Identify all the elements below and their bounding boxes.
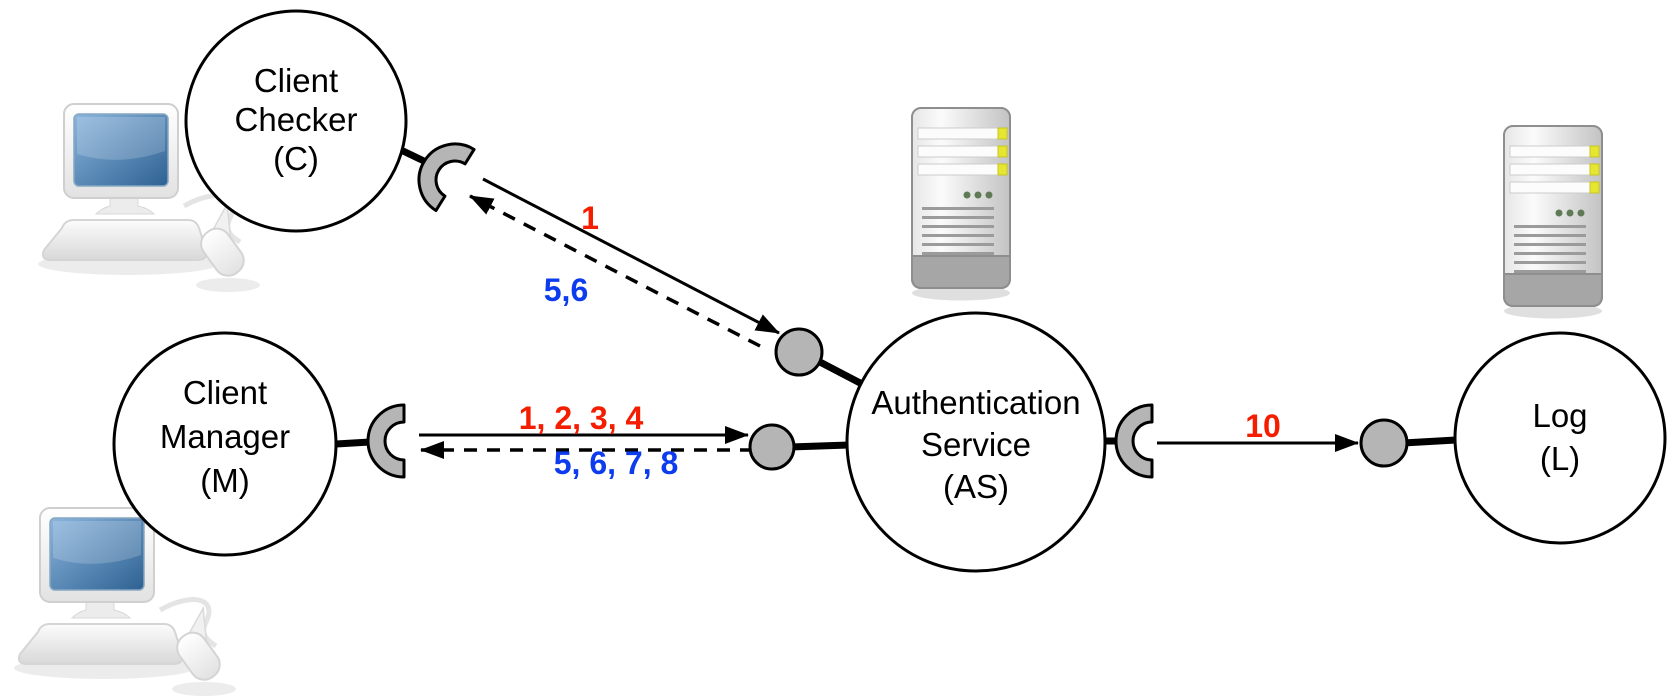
ball-connector-checker-as xyxy=(774,327,824,377)
auth-service-label: (AS) xyxy=(943,468,1009,505)
client-checker-label: Checker xyxy=(235,101,358,138)
arrow-checker-request xyxy=(482,177,780,335)
auth-service-node: Authentication Service (AS) xyxy=(845,311,1107,573)
client-manager-label: (M) xyxy=(200,462,249,499)
edge-label-manager-response: 5, 6, 7, 8 xyxy=(554,445,679,481)
edge-label-log-write: 10 xyxy=(1245,408,1281,444)
stub-ball-log xyxy=(1402,436,1457,447)
socket-icon xyxy=(366,403,406,479)
edge-label-checker-response: 5,6 xyxy=(544,272,588,308)
log-label: Log xyxy=(1532,397,1587,434)
auth-service-label: Service xyxy=(921,426,1031,463)
socket-connector-auth-service xyxy=(1114,403,1154,479)
log-label: (L) xyxy=(1540,440,1580,477)
edge-label-checker-request: 1 xyxy=(581,200,599,236)
client-manager-circle xyxy=(112,331,338,557)
ball-connector-manager-as xyxy=(748,423,796,471)
client-checker-label: Client xyxy=(254,62,338,99)
socket-icon xyxy=(1114,403,1154,479)
client-checker-label: (C) xyxy=(273,140,319,177)
socket-icon xyxy=(417,142,476,213)
server-icon-log xyxy=(1503,125,1603,320)
client-manager-label: Client xyxy=(183,374,267,411)
arrow-checker-response xyxy=(469,194,761,348)
ball-connector-as-log xyxy=(1359,418,1409,468)
socket-connector-client-checker xyxy=(417,142,476,213)
log-circle xyxy=(1453,331,1667,545)
stub-manager-socket xyxy=(335,438,371,448)
client-checker-node: Client Checker (C) xyxy=(184,9,408,233)
edge-label-manager-request: 1, 2, 3, 4 xyxy=(519,400,644,436)
client-manager-label: Manager xyxy=(160,418,290,455)
server-icon-auth-service xyxy=(911,107,1011,302)
socket-connector-client-manager xyxy=(366,403,406,479)
stub-ball-checker-as xyxy=(816,357,864,388)
client-checker-circle xyxy=(184,9,408,233)
stub-checker-socket xyxy=(399,146,428,166)
log-node: Log (L) xyxy=(1453,331,1667,545)
auth-service-label: Authentication xyxy=(871,384,1080,421)
stub-ball-manager-as xyxy=(789,441,850,451)
auth-service-circle xyxy=(845,311,1107,573)
client-manager-node: Client Manager (M) xyxy=(112,331,338,557)
